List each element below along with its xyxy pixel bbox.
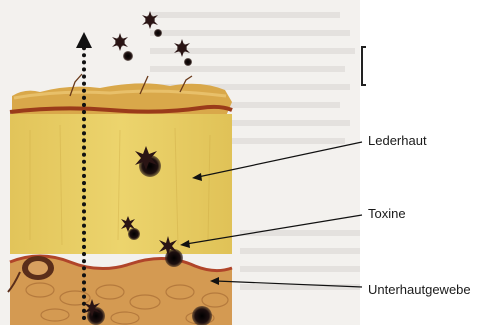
dermis-label: Lederhaut bbox=[368, 133, 427, 148]
toxins-label: Toxine bbox=[368, 206, 406, 221]
subcutis-label: Unterhautgewebe bbox=[368, 282, 471, 297]
toxin-particle-icon bbox=[154, 29, 162, 37]
dermis-layer bbox=[10, 114, 232, 254]
toxin-particle-icon bbox=[123, 51, 133, 61]
bracket-mark bbox=[362, 47, 366, 85]
toxin-particle-icon bbox=[184, 58, 192, 66]
